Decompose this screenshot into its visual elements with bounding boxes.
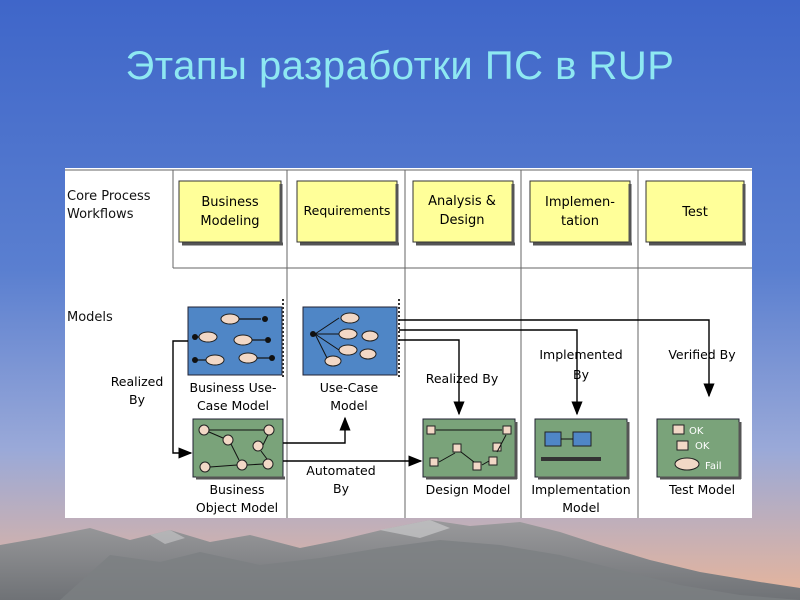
workflow-requirements: Requirements [296,180,399,246]
mountain-landscape [0,520,800,600]
model-label: Model [562,500,600,515]
design-model-icon [422,418,518,480]
use-case-model-icon [302,299,400,378]
workflow-label: Implemen- [545,195,615,210]
relation-label: Verified By [668,347,736,362]
implementation-model-icon [534,418,630,480]
row-label-models: Models [67,310,113,325]
workflow-analysis-design: Analysis & Design [412,180,515,246]
model-label: Case Model [197,398,269,413]
test-item-ok-1: OK [689,426,704,437]
workflow-label: Requirements [304,203,391,218]
workflow-implementation: Implemen- tation [529,180,632,246]
test-model-icon: OK OK Fail [656,418,742,480]
workflow-label: tation [561,214,599,229]
relation-label: By [129,392,146,407]
row-label-workflows-1: Core Process [67,189,151,204]
relation-label: By [333,481,350,496]
model-label: Test Model [668,482,735,497]
workflow-label: Business [201,195,259,210]
workflow-test: Test [645,180,746,246]
workflow-label: Design [440,213,485,228]
relation-label: By [573,367,590,382]
model-label: Object Model [196,500,278,515]
row-label-workflows-2: Workflows [67,207,134,222]
model-label: Design Model [426,482,511,497]
workflow-label: Analysis & [428,194,496,209]
model-label: Use-Case [320,380,379,395]
model-label: Business [209,482,264,497]
workflow-label: Modeling [200,214,259,229]
workflow-business-modeling: Business Modeling [178,180,283,246]
model-label: Model [330,398,368,413]
rup-diagram-panel: Core Process Workflows Models Business M… [65,168,752,518]
slide-title: Этапы разработки ПС в RUP [125,44,675,88]
relation-label: Realized [111,374,164,389]
grid [65,169,752,518]
model-label: Implementation [531,482,630,497]
business-use-case-model-icon [187,299,284,378]
business-object-model-icon [192,418,285,480]
rup-diagram: Core Process Workflows Models Business M… [65,169,752,518]
relation-label: Realized By [426,371,499,386]
workflow-label: Test [681,205,708,220]
connectors [172,319,715,467]
model-label: Business Use- [190,380,277,395]
relation-label: Implemented [539,347,622,362]
test-item-fail: Fail [705,461,722,472]
relation-label: Automated [306,463,375,478]
test-item-ok-2: OK [695,441,710,452]
